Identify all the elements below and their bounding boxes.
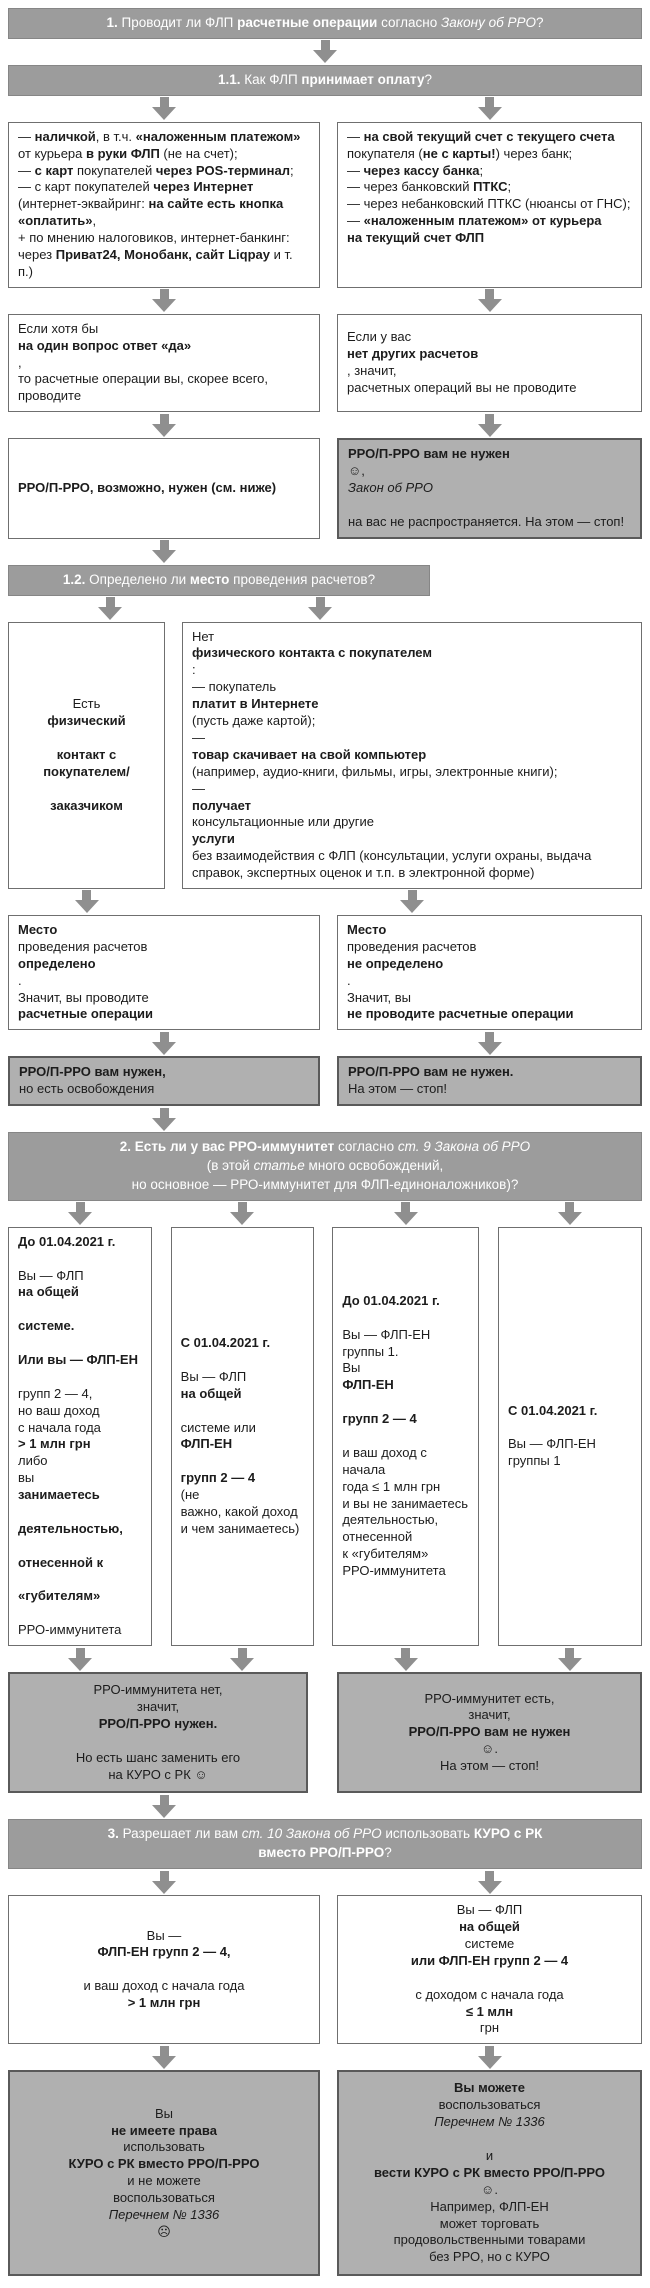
arrow-down-icon xyxy=(152,289,176,312)
arrow-down-icon xyxy=(152,97,176,120)
answer-yes-box: Если хотя бы на один вопрос ответ «да»,т… xyxy=(8,313,320,413)
arrow-down-icon xyxy=(394,1202,418,1225)
question-3-header: 3. Разрешает ли вам ст. 10 Закона об РРО… xyxy=(8,1819,642,1870)
arrow-down-icon xyxy=(478,2046,502,2069)
income-over-1m-box: Вы — ФЛП-ЕН групп 2 — 4,и ваш доход с на… xyxy=(8,1895,320,2045)
question-1-1-header: 1.1. Как ФЛП принимает оплату? xyxy=(8,64,642,96)
arrow-down-icon xyxy=(75,890,99,913)
arrow-down-icon xyxy=(394,1648,418,1671)
payment-cash-card-box: — наличкой, в т.ч. «наложенным платежом»… xyxy=(8,121,320,288)
no-immunity-box: РРО-иммунитета нет,значит, РРО/П-РРО нуж… xyxy=(8,1672,308,1794)
arrow-down-icon xyxy=(152,2046,176,2069)
arrow-down-icon xyxy=(152,1871,176,1894)
arrow-down-icon xyxy=(400,890,424,913)
arrow-down-icon xyxy=(313,40,337,63)
immunity-stop-box: РРО-иммунитет есть,значит, РРО/П-РРО вам… xyxy=(337,1672,642,1794)
rro-maybe-needed-box: РРО/П-РРО, возможно, нужен (см. ниже) xyxy=(8,438,320,539)
arrow-down-icon xyxy=(558,1648,582,1671)
arrow-down-icon xyxy=(152,1032,176,1055)
arrow-down-icon xyxy=(308,597,332,620)
arrow-down-icon xyxy=(152,1795,176,1818)
arrow-down-icon xyxy=(478,1032,502,1055)
place-not-defined-box: Место проведения расчетов не определено.… xyxy=(337,914,642,1031)
arrow-down-icon xyxy=(68,1202,92,1225)
arrow-down-icon xyxy=(152,1108,176,1131)
question-1-header: 1. Проводит ли ФЛП расчетные операции со… xyxy=(8,8,642,39)
arrow-down-icon xyxy=(230,1202,254,1225)
question-2-header: 2. Есть ли у вас РРО-иммунитет согласно … xyxy=(8,1132,642,1201)
arrow-down-icon xyxy=(152,540,176,563)
arrow-down-icon xyxy=(478,97,502,120)
arrow-down-icon xyxy=(478,1871,502,1894)
rro-not-needed-stop2-box: РРО/П-РРО вам не нужен. На этом — стоп! xyxy=(337,1056,642,1107)
question-1-2-header: 1.2. Определено ли место проведения расч… xyxy=(8,564,430,596)
arrow-down-icon xyxy=(478,414,502,437)
arrow-down-icon xyxy=(68,1648,92,1671)
no-physical-contact-box: Нет физического контакта с покупателем:—… xyxy=(182,621,642,889)
place-defined-box: Место проведения расчетов определено.Зна… xyxy=(8,914,320,1031)
arrow-down-icon xyxy=(558,1202,582,1225)
rro-needed-exemptions-box: РРО/П-РРО вам нужен, но есть освобождени… xyxy=(8,1056,320,1107)
arrow-down-icon xyxy=(152,414,176,437)
arrow-down-icon xyxy=(230,1648,254,1671)
answer-no-box: Если у вас нет других расчетов, значит,р… xyxy=(337,313,642,413)
arrow-down-icon xyxy=(98,597,122,620)
arrow-down-icon xyxy=(478,289,502,312)
